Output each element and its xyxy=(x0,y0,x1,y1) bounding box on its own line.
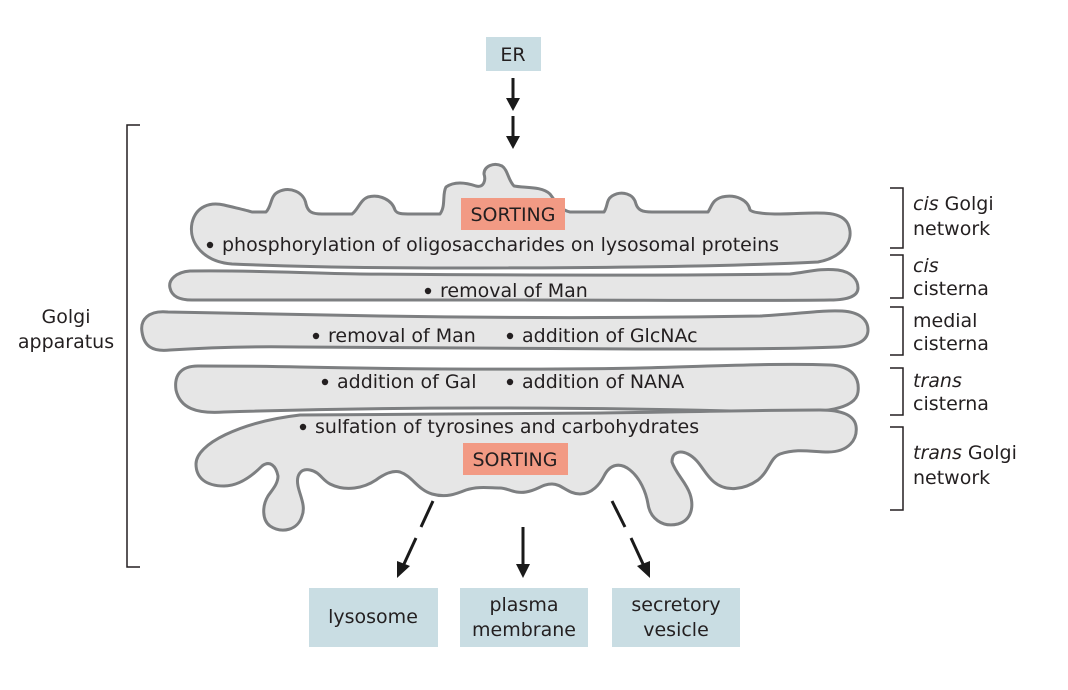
process-row-trans-network: sulfation of tyrosines and carbohydrates xyxy=(299,416,699,438)
sorting-box-bottom: SORTING xyxy=(463,443,568,475)
er-arrowhead-2 xyxy=(506,136,520,149)
label-italic: cis xyxy=(913,255,939,277)
label-rest: medial xyxy=(913,310,977,332)
process-text: removal of Man xyxy=(328,325,476,347)
lysosome-arrowhead xyxy=(397,561,410,578)
process-row-trans-cisterna: addition of Gal addition of NANA xyxy=(321,371,684,393)
label-line2: network xyxy=(913,467,990,489)
bullet-dot xyxy=(299,423,307,431)
destination-plasma-membrane: plasma membrane xyxy=(460,588,588,647)
destination-line2: vesicle xyxy=(643,619,709,641)
secretory-arrowhead xyxy=(637,561,650,578)
label-italic: cis xyxy=(913,193,939,215)
lysosome-arrow-segment-1 xyxy=(419,500,435,528)
er-label: ER xyxy=(500,44,525,66)
svg-text:cis Golgi: cis Golgi xyxy=(913,193,994,215)
label-trans-cisterna: trans cisterna xyxy=(913,370,989,415)
sorting-label-bottom: SORTING xyxy=(473,449,558,471)
label-rest: Golgi xyxy=(962,442,1017,464)
bracket-medial-cisterna xyxy=(890,306,904,356)
destination-line1: lysosome xyxy=(328,606,418,628)
label-cis-golgi-network: cis Golgi network xyxy=(913,193,994,240)
plasma-membrane-arrowhead xyxy=(516,564,530,578)
label-rest: Golgi xyxy=(939,193,994,215)
bullet-dot xyxy=(321,378,329,386)
process-row-medial-cisterna: removal of Man addition of GlcNAc xyxy=(312,325,698,347)
label-cis-cisterna: cis cisterna xyxy=(913,255,989,300)
label-line2: network xyxy=(913,218,990,240)
secretory-arrow-segment-2 xyxy=(629,537,645,565)
bullet-dot xyxy=(312,332,320,340)
process-row-cis-network: phosphorylation of oligosaccharides on l… xyxy=(206,234,779,256)
golgi-apparatus-line1: Golgi xyxy=(42,306,91,328)
svg-text:trans Golgi: trans Golgi xyxy=(913,442,1017,464)
cis-cisterna-shape xyxy=(168,268,860,302)
label-line2: cisterna xyxy=(913,393,989,415)
golgi-apparatus-bracket xyxy=(126,124,140,568)
destination-lysosome: lysosome xyxy=(309,588,438,647)
label-medial-cisterna: medial cisterna xyxy=(913,310,989,355)
destination-line1: plasma xyxy=(489,594,558,616)
bracket-trans-golgi-network xyxy=(890,426,904,511)
label-italic: trans xyxy=(913,370,962,392)
bullet-dot xyxy=(206,241,214,249)
bracket-trans-cisterna xyxy=(890,367,904,416)
golgi-apparatus-label: Golgi apparatus xyxy=(18,306,114,353)
output-arrows xyxy=(397,500,650,578)
bullet-dot xyxy=(506,378,514,386)
destination-line1: secretory xyxy=(631,594,720,616)
er-arrowhead-1 xyxy=(506,98,520,111)
svg-text:medial: medial xyxy=(913,310,977,332)
bullet-dot xyxy=(424,287,432,295)
label-italic: trans xyxy=(913,442,962,464)
svg-text:trans: trans xyxy=(913,370,962,392)
process-text: addition of GlcNAc xyxy=(522,325,698,347)
right-brackets xyxy=(890,187,904,511)
golgi-apparatus-line2: apparatus xyxy=(18,331,114,353)
destination-secretory-vesicle: secretory vesicle xyxy=(612,588,740,647)
bracket-cis-golgi-network xyxy=(890,187,904,249)
process-text: sulfation of tyrosines and carbohydrates xyxy=(315,416,699,438)
process-text: removal of Man xyxy=(440,280,588,302)
destination-line2: membrane xyxy=(472,619,576,641)
process-text: addition of NANA xyxy=(522,371,684,393)
bracket-cis-cisterna xyxy=(890,254,904,299)
lysosome-arrow-segment-2 xyxy=(402,537,418,565)
label-line2: cisterna xyxy=(913,278,989,300)
process-row-cis-cisterna: removal of Man xyxy=(424,280,588,302)
secretory-arrow-segment-1 xyxy=(610,500,627,528)
trans-cisterna-shape xyxy=(174,362,860,414)
bullet-dot xyxy=(506,332,514,340)
process-text: addition of Gal xyxy=(337,371,476,393)
process-text: phosphorylation of oligosaccharides on l… xyxy=(222,234,779,256)
sorting-box-top: SORTING xyxy=(461,198,565,230)
sorting-label-top: SORTING xyxy=(471,204,556,226)
er-box: ER xyxy=(486,37,541,71)
medial-cisterna-shape xyxy=(140,309,870,352)
svg-text:cis: cis xyxy=(913,255,939,277)
label-trans-golgi-network: trans Golgi network xyxy=(913,442,1017,489)
er-arrows xyxy=(506,78,520,149)
label-line2: cisterna xyxy=(913,333,989,355)
